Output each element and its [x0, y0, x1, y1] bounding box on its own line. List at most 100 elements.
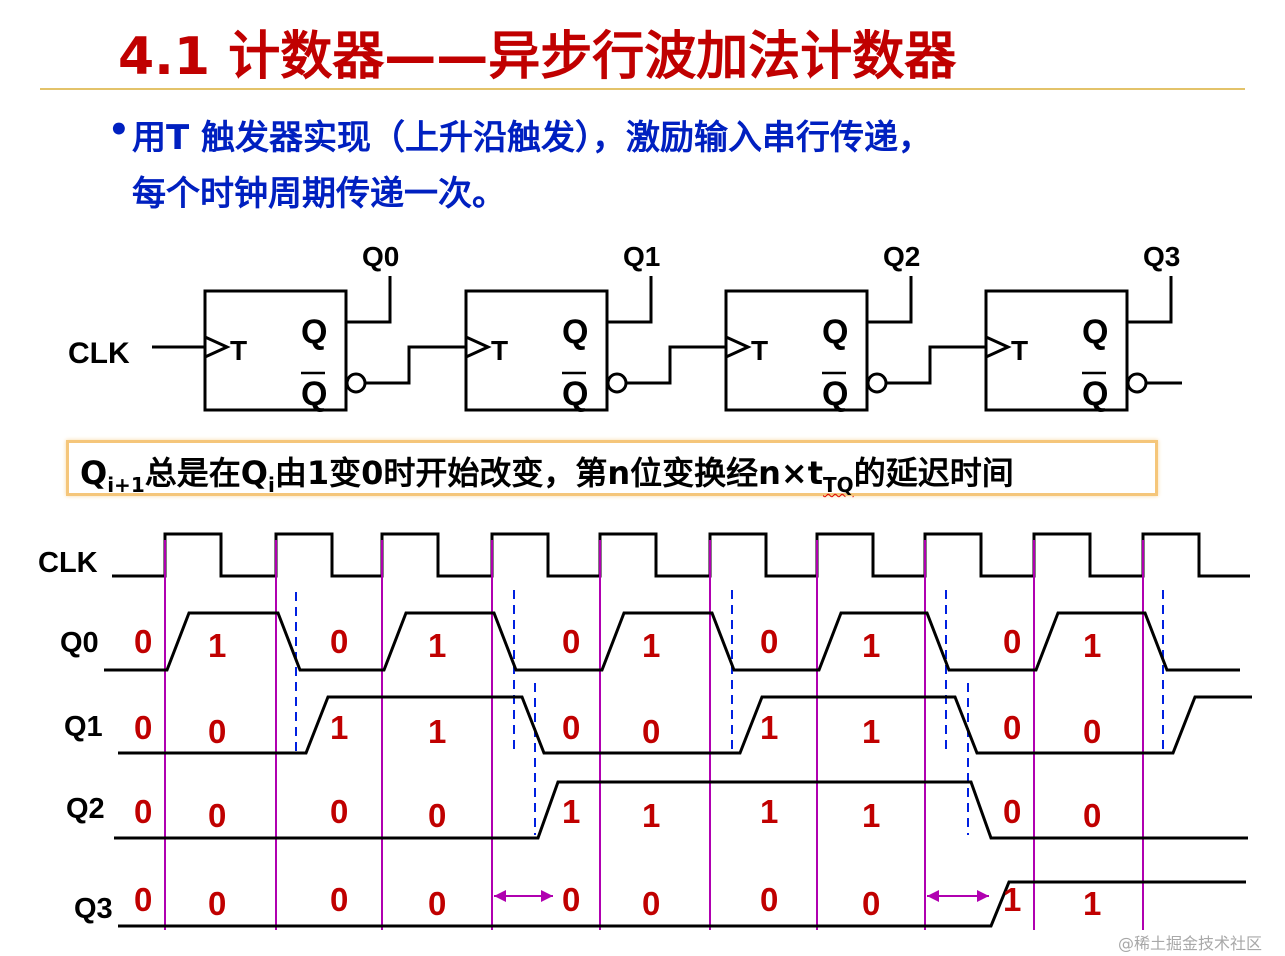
state-value-Q0: 1 [1083, 627, 1101, 664]
state-value-Q0: 1 [208, 627, 226, 664]
ff-qbar-label: Q [562, 375, 588, 413]
waveform-Q2 [114, 780, 1248, 840]
state-value-Q3: 0 [208, 885, 226, 922]
watermark: @稀土掘金技术社区 [1118, 934, 1263, 953]
clock-triangle-icon [465, 335, 492, 359]
state-value-Q2: 1 [862, 797, 880, 834]
bullet-text-line1: 用T 触发器实现（上升沿触发），激励输入串行传递， [132, 118, 933, 158]
flip-flop-0 [203, 289, 348, 412]
state-value-Q2: 0 [1083, 797, 1101, 834]
delay-note-text: Qi+1总是在Qi由1变0时开始改变，第n位变换经n×tTQ的延迟时间 [80, 454, 1014, 497]
state-value-Q0: 1 [642, 627, 660, 664]
title-divider [40, 88, 1245, 90]
state-value-Q0: 0 [562, 623, 580, 660]
waveform-Q0 [104, 611, 1240, 672]
ff-t-label: T [751, 335, 768, 366]
state-value-Q2: 1 [562, 793, 580, 830]
ff-t-label: T [491, 335, 508, 366]
state-value-Q2: 1 [642, 797, 660, 834]
ff-qbar-label: Q [822, 375, 848, 413]
state-value-Q0: 1 [862, 627, 880, 664]
row-label-Q0: Q0 [60, 627, 99, 659]
bullet-text-line2: 每个时钟周期传递一次。 [132, 174, 506, 214]
qbar-to-next-wire [365, 345, 466, 385]
state-value-Q0: 0 [134, 623, 152, 660]
clock-triangle-icon [725, 335, 752, 359]
arrowhead-left-icon [494, 890, 506, 902]
slide-title: 4.1 计数器——异步行波加法计数器 [118, 27, 957, 87]
state-value-Q1: 0 [642, 713, 660, 750]
state-value-Q1: 1 [760, 709, 778, 746]
state-value-Q3: 0 [642, 885, 660, 922]
output-label: Q1 [623, 241, 660, 272]
state-value-Q1: 1 [428, 713, 446, 750]
state-value-Q3: 0 [330, 881, 348, 918]
q-output-wire [867, 276, 913, 324]
state-value-Q2: 0 [1003, 793, 1021, 830]
q-output-wire [607, 276, 653, 324]
state-value-Q1: 0 [562, 709, 580, 746]
arrowhead-right-icon [977, 890, 989, 902]
qbar-to-next-wire [886, 345, 986, 385]
row-label-Q1: Q1 [64, 711, 103, 743]
arrowhead-right-icon [541, 890, 553, 902]
state-value-Q2: 0 [134, 793, 152, 830]
flip-flop-3 [984, 289, 1129, 412]
ff-qbar-label: Q [301, 375, 327, 413]
state-value-Q3: 1 [1083, 885, 1101, 922]
state-value-Q1: 0 [134, 709, 152, 746]
inversion-bubble-icon [1126, 372, 1148, 394]
state-value-Q3: 0 [562, 881, 580, 918]
state-value-Q2: 0 [330, 793, 348, 830]
ff-q-label: Q [301, 313, 327, 351]
state-value-Q1: 0 [208, 713, 226, 750]
ff-q-label: Q [562, 313, 588, 351]
state-value-Q3: 0 [760, 881, 778, 918]
state-value-Q1: 1 [330, 709, 348, 746]
flip-flop-1 [464, 289, 609, 412]
clock-triangle-icon [985, 335, 1012, 359]
state-value-Q2: 0 [208, 797, 226, 834]
state-value-Q3: 0 [428, 885, 446, 922]
output-label: Q2 [883, 241, 920, 272]
inversion-bubble-icon [866, 372, 888, 394]
state-value-Q2: 0 [428, 797, 446, 834]
state-value-Q0: 0 [1003, 623, 1021, 660]
state-value-Q0: 0 [760, 623, 778, 660]
clk-input-label: CLK [68, 337, 130, 370]
state-value-Q3: 1 [1003, 881, 1021, 918]
row-label-Q3: Q3 [74, 893, 113, 925]
row-label-CLK: CLK [38, 547, 98, 579]
flip-flop-2 [724, 289, 869, 412]
state-value-Q3: 0 [134, 881, 152, 918]
state-value-Q3: 0 [862, 885, 880, 922]
ff-q-label: Q [822, 313, 848, 351]
state-value-Q1: 0 [1003, 709, 1021, 746]
waveform-Q3 [118, 880, 1246, 928]
q-output-wire [1127, 276, 1173, 324]
state-value-Q1: 1 [862, 713, 880, 750]
output-label: Q3 [1143, 241, 1180, 272]
bullet-marker: • [108, 110, 130, 150]
state-value-Q2: 1 [760, 793, 778, 830]
output-label: Q0 [362, 241, 399, 272]
ff-t-label: T [230, 335, 247, 366]
arrowhead-left-icon [927, 890, 939, 902]
inversion-bubble-icon [606, 372, 628, 394]
row-label-Q2: Q2 [66, 793, 105, 825]
waveform-Q1 [118, 695, 1252, 755]
ff-q-label: Q [1082, 313, 1108, 351]
state-value-Q1: 0 [1083, 713, 1101, 750]
ff-t-label: T [1011, 335, 1028, 366]
state-value-Q0: 0 [330, 623, 348, 660]
delay-note-box [66, 440, 1158, 496]
state-value-Q0: 1 [428, 627, 446, 664]
qbar-to-next-wire [626, 345, 726, 385]
inversion-bubble-icon [345, 372, 367, 394]
ff-qbar-label: Q [1082, 375, 1108, 413]
q-output-wire [346, 276, 392, 324]
clk-waveform [112, 532, 1250, 578]
